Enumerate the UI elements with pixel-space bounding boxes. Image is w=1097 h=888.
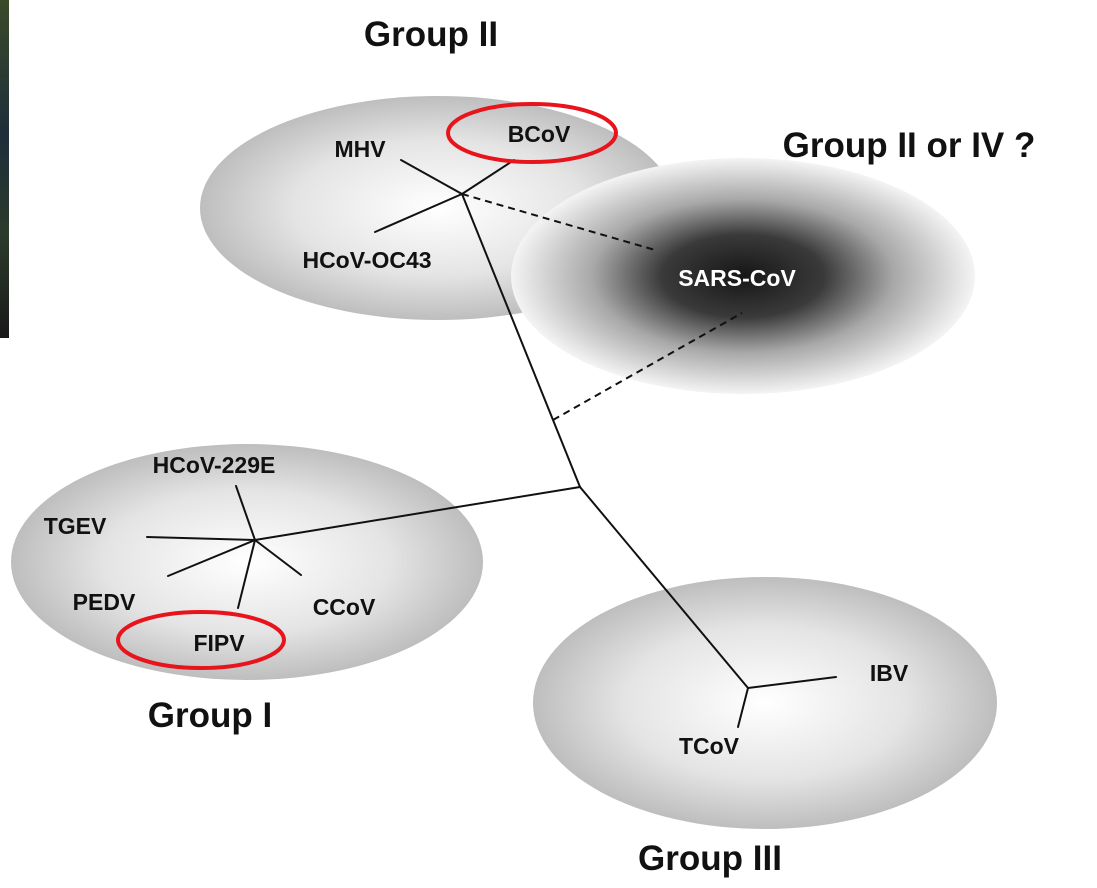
branch-tcov: [737, 687, 749, 728]
group-iii-ellipse: [533, 577, 997, 829]
virus-label-pedv: PEDV: [73, 589, 136, 615]
group-iii-label: Group III: [638, 839, 782, 878]
virus-label-fipv: FIPV: [193, 630, 245, 656]
branch-hcov-229e: [235, 485, 256, 541]
virus-label-tgev: TGEV: [44, 513, 107, 539]
highlight-ring-fipv: [116, 610, 286, 670]
cropped-photo-edge: [0, 0, 9, 338]
virus-label-mhv: MHV: [334, 136, 386, 162]
dashed-link-group-ii: [461, 193, 656, 251]
branch-main-lower: [579, 486, 749, 689]
group-i-ellipse: [11, 444, 483, 680]
branch-to-group-i: [254, 486, 581, 541]
virus-label-sars-cov: SARS-CoV: [678, 265, 796, 291]
branch-mhv: [400, 159, 463, 195]
virus-label-hcov-oc43: HCoV-OC43: [302, 247, 431, 273]
branch-main-upper: [461, 193, 581, 488]
group-sars-ellipse: [511, 158, 975, 394]
branch-bcov: [461, 159, 515, 195]
virus-label-bcov: BCoV: [508, 121, 571, 147]
virus-label-tcov: TCoV: [679, 733, 740, 759]
branch-ibv: [747, 676, 837, 689]
virus-label-ibv: IBV: [870, 660, 909, 686]
dashed-link-main-branch: [552, 312, 743, 421]
branch-fipv: [237, 539, 256, 609]
virus-label-hcov-229e: HCoV-229E: [153, 452, 276, 478]
branch-ccov: [254, 539, 302, 576]
branch-tgev: [146, 536, 256, 541]
group-ii-label: Group II: [364, 15, 498, 54]
virus-label-ccov: CCoV: [313, 594, 376, 620]
group-i-label: Group I: [148, 696, 272, 735]
branch-hcov-oc43: [374, 193, 463, 233]
group-sars-label: Group II or IV ?: [783, 126, 1036, 165]
highlight-ring-bcov: [446, 102, 618, 164]
branch-pedv: [167, 539, 256, 577]
